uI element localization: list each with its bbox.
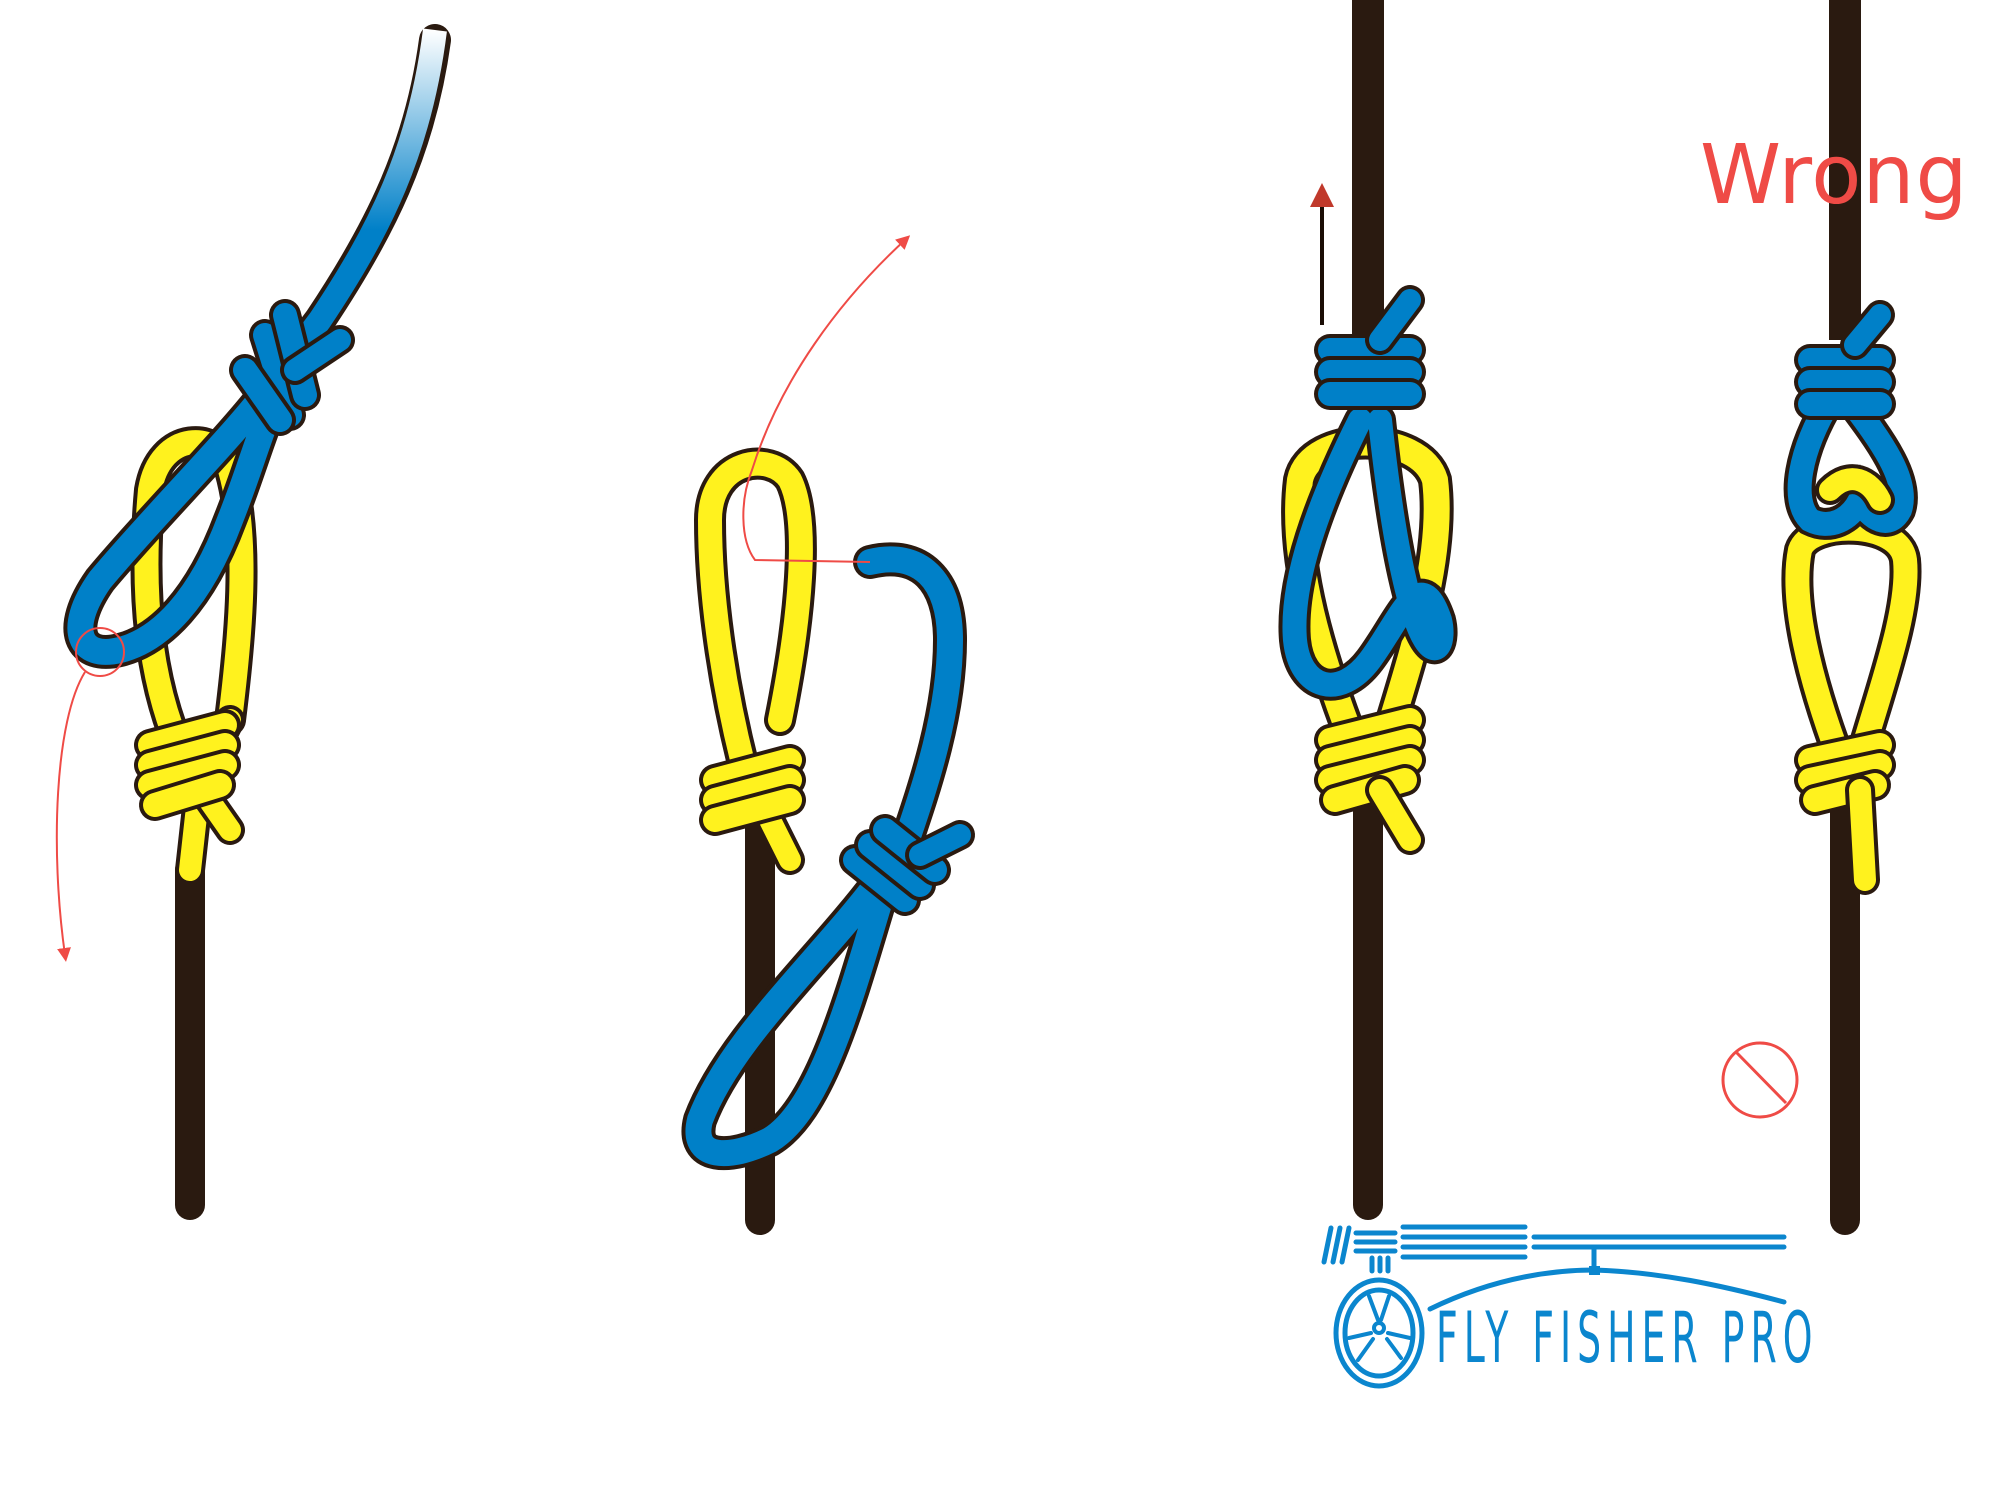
step-1	[55, 24, 451, 1220]
step-4	[1721, 0, 1922, 1235]
fly-fisher-pro-logo	[1321, 1224, 1787, 1389]
logo-text: FLY FISHER PRO	[1436, 1297, 1819, 1379]
prohibited-icon	[1721, 1041, 1799, 1119]
step-2	[681, 235, 975, 1235]
step-3	[1278, 0, 1458, 1220]
wrong-label: Wrong	[1700, 128, 1969, 223]
